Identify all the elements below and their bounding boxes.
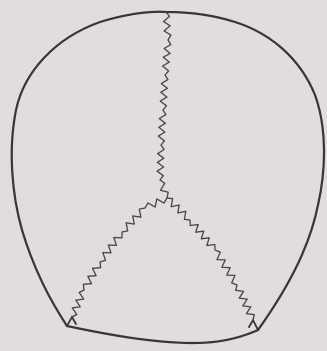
sagittal-suture <box>157 12 171 198</box>
right-base-notch <box>249 320 258 330</box>
skull-outline <box>12 12 324 330</box>
left-lambdoid-suture <box>72 198 167 317</box>
left-base-notch <box>67 317 76 326</box>
occipital-base-edge <box>67 326 258 343</box>
sutures-group <box>72 12 254 320</box>
right-lambdoid-suture <box>167 198 254 320</box>
